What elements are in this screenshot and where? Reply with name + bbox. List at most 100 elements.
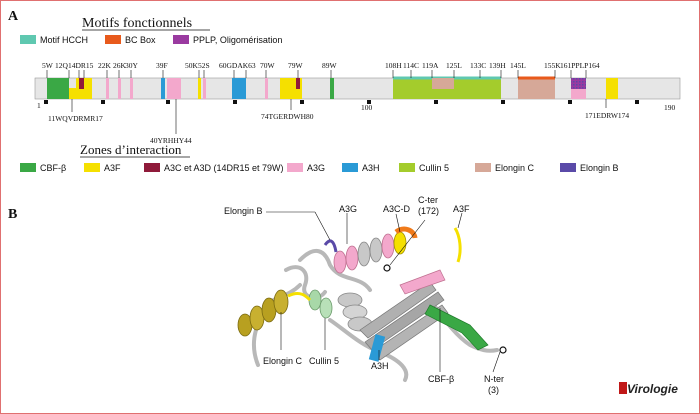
label-r12: 12Q (55, 61, 69, 70)
motif-hcch-label: Motif HCCH (40, 35, 88, 45)
zone-cbfb-label: CBF-β (40, 163, 66, 173)
label-a3f: A3F (453, 204, 470, 214)
helix-top (323, 226, 418, 274)
label-cter-num: (172) (418, 206, 439, 216)
leader-lines (266, 211, 501, 373)
label-nter: N-ter (484, 374, 504, 384)
domain-cbfb-89 (330, 78, 334, 99)
motifs-title: Motifs fonctionnels (82, 16, 192, 31)
label-r14: 14DR15 (68, 61, 94, 70)
label-r52: 52S (198, 61, 210, 70)
a3cd-segment (394, 226, 418, 239)
label-r145: 145L (510, 61, 526, 70)
structure-labels: Elongin B A3G A3C-D C-ter (172) A3F Elon… (224, 195, 504, 395)
label-a3g: A3G (339, 204, 357, 214)
zone-elongin-c-swatch (475, 163, 491, 172)
zones-title: Zones d’interaction (80, 142, 182, 157)
label-b40: 40YRHHY44 (150, 136, 192, 145)
domain-a3f-50 (198, 78, 201, 99)
domain-elongin-c-119 (432, 78, 454, 89)
logo-text: Virologie (627, 382, 678, 396)
a3h-strand (368, 334, 386, 362)
zone-elongin-c-label: Elongin C (495, 163, 535, 173)
bc-box-swatch (105, 35, 121, 44)
label-r89: 89W (322, 61, 338, 70)
label-r60: 60GDAK63 (219, 61, 256, 70)
domain-elongin-c-145 (518, 78, 555, 99)
label-r155: 155K (544, 61, 561, 70)
label-cbfb: CBF-β (428, 374, 454, 384)
domain-a3g-30 (130, 78, 133, 99)
label-r39: 39F (156, 61, 168, 70)
label-r79: 79W (288, 61, 304, 70)
label-a3cd: A3C-D (383, 204, 411, 214)
lower-residue-labels: 1 100 190 11WQVDRMR17 40YRHHY44 74TGERDW… (37, 99, 676, 145)
pplp-swatch (173, 35, 189, 44)
domain-a3f-171 (606, 78, 618, 99)
zone-elongin-b-label: Elongin B (580, 163, 619, 173)
label-r114: 114C (403, 61, 419, 70)
zone-cbfb-swatch (20, 163, 36, 172)
zone-elongin-b-swatch (560, 163, 576, 172)
axis-tick-100: 100 (361, 103, 373, 112)
domain-a3g-52 (203, 78, 206, 99)
helix-left (237, 289, 333, 337)
beta-sheet (359, 269, 489, 362)
bc-box-label: BC Box (125, 35, 156, 45)
virologie-logo: Virologie (619, 382, 678, 396)
upper-residue-labels: 5W 12Q 14DR15 22K 26K 30Y 39F 50K 52S 60… (42, 61, 600, 78)
label-elongin-c: Elongin C (263, 356, 303, 366)
elongin-b-segment (323, 239, 338, 253)
a3f-segment (453, 227, 462, 263)
label-r119: 119A (422, 61, 439, 70)
zone-a3h-swatch (342, 163, 358, 172)
domain-cbfb (47, 78, 69, 99)
motif-hcch-swatch (20, 35, 36, 44)
label-nter-num: (3) (488, 385, 499, 395)
zone-a3cd-label: A3C et A3D (14DR15 et 79W) (164, 163, 284, 173)
protein-structure (237, 226, 507, 382)
domain-a3h-39 (161, 78, 165, 99)
label-b74: 74TGERDWH80 (261, 112, 314, 121)
motif-legend: Motif HCCH BC Box PPLP, Oligomérisation (20, 35, 282, 45)
label-r50: 50K (185, 61, 199, 70)
label-r108: 108H (385, 61, 402, 70)
label-r133: 133C (470, 61, 486, 70)
panel-b-letter: B (8, 207, 17, 222)
zone-a3cd-swatch (144, 163, 160, 172)
cbfb-strand (424, 304, 489, 351)
label-r22: 22K (98, 61, 112, 70)
domain-a3g-26 (118, 78, 121, 99)
label-a3h: A3H (371, 361, 389, 371)
domain-a3cd-1 (79, 78, 84, 89)
label-r5: 5W (42, 61, 54, 70)
pplp-label: PPLP, Oligomérisation (193, 35, 282, 45)
label-r30: 30Y (125, 61, 139, 70)
domain-elongin-b (571, 78, 586, 89)
nter-marker (499, 346, 507, 354)
cter-marker (383, 264, 391, 272)
domain-a3h-60 (232, 78, 246, 99)
zone-a3g-label: A3G (307, 163, 325, 173)
domain-a3cd-79 (296, 78, 300, 89)
label-cter: C-ter (418, 195, 438, 205)
zone-a3g-swatch (287, 163, 303, 172)
label-cullin5: Cullin 5 (309, 356, 339, 366)
zone-legend: CBF-β A3F A3C et A3D (14DR15 et 79W) A3G… (20, 163, 619, 173)
zone-a3h-label: A3H (362, 163, 380, 173)
logo-mark (619, 382, 627, 394)
axis-tick-190: 190 (664, 103, 676, 112)
protein-bar (34, 76, 681, 104)
zone-a3f-label: A3F (104, 163, 121, 173)
domain-a3g-22 (106, 78, 109, 99)
helix-mid (337, 292, 373, 332)
tick-blocks (44, 100, 639, 104)
domain-a3g-161 (571, 89, 586, 99)
label-r125: 125L (446, 61, 462, 70)
domain-a3g-40 (167, 78, 181, 99)
label-r161: 161PPLP164 (560, 61, 600, 70)
zone-cullin5-swatch (399, 163, 415, 172)
label-b171: 171EDRW174 (585, 111, 629, 120)
domain-a3g-70 (265, 78, 268, 99)
